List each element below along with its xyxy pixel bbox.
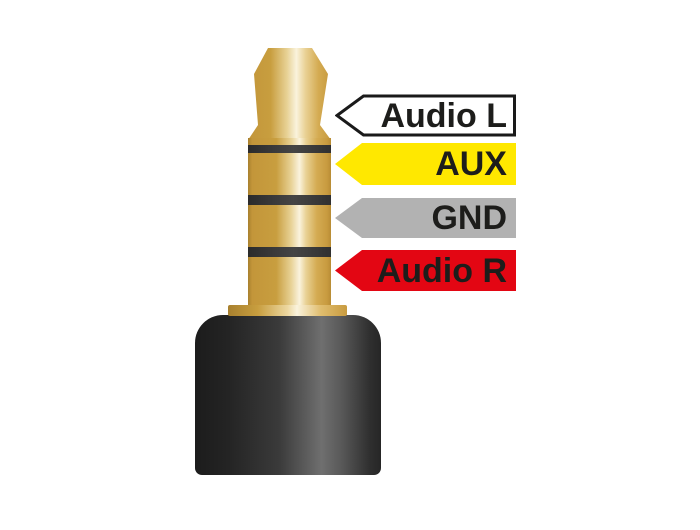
plug-housing-body (195, 315, 381, 475)
label-aux: AUX (335, 143, 516, 185)
arrow-shape (335, 143, 516, 185)
left-arrow-icon (335, 198, 516, 238)
label-audio-l: Audio L (335, 94, 516, 137)
insulator-ring-1 (248, 145, 331, 153)
insulator-ring-2 (248, 195, 331, 205)
label-audio-r-text: Audio R (376, 251, 507, 290)
left-arrow-icon (335, 94, 516, 137)
label-audio-l-text: Audio L (380, 96, 507, 135)
arrow-shape (335, 94, 516, 137)
left-arrow-icon (335, 143, 516, 185)
plug-shaft-segments (248, 138, 331, 306)
insulator-ring-3 (248, 247, 331, 257)
arrow-shape (335, 250, 516, 291)
plug-base-collar (228, 305, 347, 316)
label-gnd-text: GND (431, 199, 507, 237)
label-aux-text: AUX (435, 145, 507, 183)
arrow-shape (335, 198, 516, 238)
label-gnd: GND (335, 198, 516, 238)
left-arrow-icon (335, 250, 516, 291)
plug-tip-segment (248, 48, 331, 140)
label-audio-r: Audio R (335, 250, 516, 291)
